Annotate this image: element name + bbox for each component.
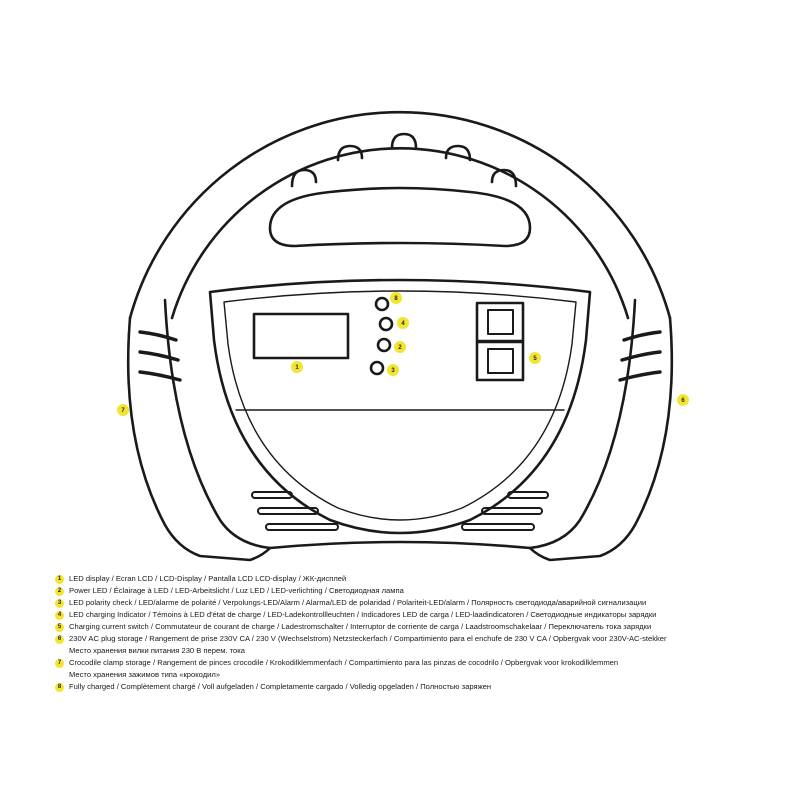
svg-text:4: 4 <box>401 321 405 327</box>
base-bottom <box>268 540 532 550</box>
svg-text:7: 7 <box>121 408 125 414</box>
legend-badge: 5 <box>55 623 64 632</box>
svg-text:8: 8 <box>394 296 398 302</box>
legend-badge: 2 <box>55 587 64 596</box>
legend-badge: 7 <box>55 659 64 668</box>
legend-text: Fully charged / Complètement chargé / Vo… <box>69 682 492 691</box>
callout-5: 5 <box>529 352 541 364</box>
legend-badge: 6 <box>55 635 64 644</box>
legend-item-6: 6 230V AC plug storage / Rangement de pr… <box>55 633 795 645</box>
legend-item-2: 2 Power LED / Éclairage à LED / LED-Arbe… <box>55 585 795 597</box>
led-charging-indicator <box>378 316 394 332</box>
callout-4: 4 <box>397 317 409 329</box>
legend-item-3: 3 LED polarity check / LED/alarme de pol… <box>55 597 795 609</box>
legend-badge: 4 <box>55 611 64 620</box>
left-body <box>126 316 272 562</box>
legend-text: 230V AC plug storage / Rangement de pris… <box>69 634 667 643</box>
legend-item-8: 8 Fully charged / Complètement chargé / … <box>55 681 795 693</box>
switch-upper <box>475 301 525 343</box>
legend-badge: 3 <box>55 599 64 608</box>
legend-item-5: 5 Charging current switch / Commutateur … <box>55 621 795 633</box>
led-power <box>376 337 392 353</box>
housing-outer <box>128 110 672 320</box>
svg-text:3: 3 <box>391 368 395 374</box>
callout-2: 2 <box>394 341 406 353</box>
legend-badge: 1 <box>55 575 64 584</box>
legend-text-continued: Место хранения зажимов типа «крокодил» <box>69 670 221 679</box>
legend-text: Power LED / Éclairage à LED / LED-Arbeit… <box>69 586 404 595</box>
legend-text: LED charging Indicator / Témoins à LED d… <box>69 610 657 619</box>
callout-7: 7 <box>117 404 129 416</box>
legend-text: Crocodile clamp storage / Rangement de p… <box>69 658 619 667</box>
right-body-inner <box>528 298 637 550</box>
led-polarity <box>369 360 385 376</box>
callout-3: 3 <box>387 364 399 376</box>
callout-6: 6 <box>677 394 689 406</box>
legend-text: LED display / Ecran LCD / LCD-Display / … <box>69 574 347 583</box>
legend-text: LED polarity check / LED/alarme de polar… <box>69 598 647 607</box>
housing-inner <box>170 146 630 320</box>
led-display <box>252 312 350 360</box>
svg-text:1: 1 <box>295 365 299 371</box>
legend: 1 LED display / Ecran LCD / LCD-Display … <box>55 573 795 693</box>
legend-text: Charging current switch / Commutateur de… <box>69 622 652 631</box>
callout-8: 8 <box>390 292 402 304</box>
right-vents <box>461 491 549 531</box>
legend-item-1: 1 LED display / Ecran LCD / LCD-Display … <box>55 573 795 585</box>
charger-diagram: 1 2 3 4 5 6 7 8 <box>117 110 689 562</box>
legend-text-continued: Место хранения вилки питания 230 В перем… <box>69 646 245 655</box>
left-vents <box>251 491 339 531</box>
svg-text:6: 6 <box>681 398 685 404</box>
front-panel-inner <box>223 290 577 521</box>
right-body <box>528 316 674 562</box>
left-body-inner <box>163 298 272 550</box>
right-grille <box>618 330 662 382</box>
left-grille <box>138 330 182 382</box>
led-fully-charged <box>374 296 390 312</box>
charging-current-switch <box>475 340 525 382</box>
legend-badge: 8 <box>55 683 64 692</box>
svg-text:5: 5 <box>533 356 537 362</box>
legend-item-7: 7 Crocodile clamp storage / Rangement de… <box>55 657 795 669</box>
svg-text:2: 2 <box>398 345 402 351</box>
handle-opening <box>268 186 532 248</box>
front-panel <box>208 278 592 535</box>
legend-item-4: 4 LED charging Indicator / Témoins à LED… <box>55 609 795 621</box>
callout-1: 1 <box>291 361 303 373</box>
